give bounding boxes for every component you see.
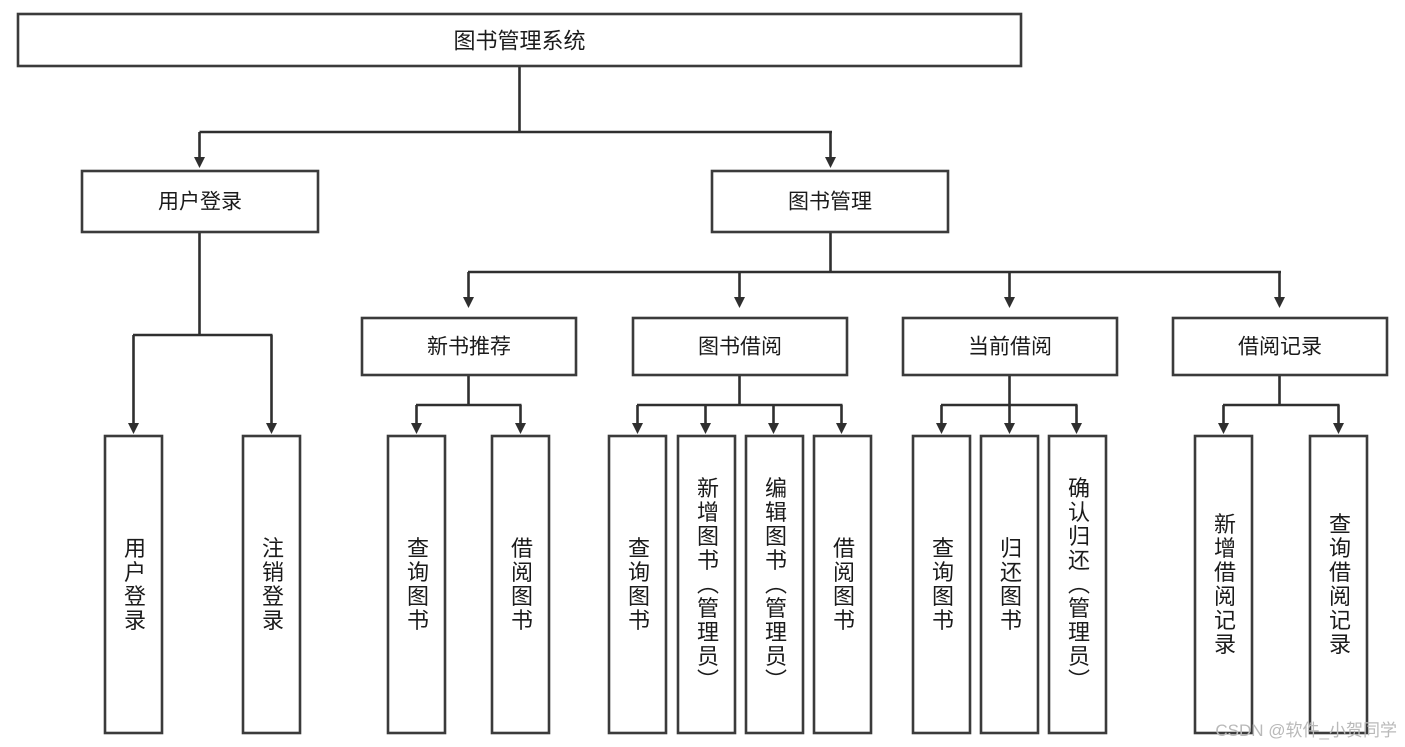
- node-user-login-label: 用户登录: [158, 191, 242, 214]
- node-leaf-query-book-3[interactable]: 查询图书: [911, 434, 972, 735]
- node-leaf-edit-book-label: 编辑图书（管理员）: [762, 477, 787, 693]
- node-root-label: 图书管理系统: [453, 29, 585, 54]
- connector-bookmgmt-to-level2: [463, 232, 1285, 308]
- node-book-borrow-label: 图书借阅: [698, 336, 782, 359]
- node-leaf-query-book-2-label: 查询图书: [625, 537, 650, 633]
- connector-userlogin-to-leaves: [128, 232, 277, 434]
- node-leaf-add-record[interactable]: 新增借阅记录: [1193, 434, 1254, 735]
- node-new-book-recommend-label: 新书推荐: [427, 336, 511, 359]
- node-leaf-borrow-book-1-label: 借阅图书: [508, 537, 533, 633]
- node-leaf-borrow-book-2-label: 借阅图书: [830, 537, 855, 633]
- node-current-borrow[interactable]: 当前借阅: [901, 316, 1119, 377]
- node-leaf-query-book-1-label: 查询图书: [404, 537, 429, 633]
- connector-bookborrow-to-leaves: [632, 375, 847, 434]
- node-leaf-confirm-return[interactable]: 确认归还（管理员）: [1047, 434, 1108, 735]
- node-leaf-borrow-book-1[interactable]: 借阅图书: [490, 434, 551, 735]
- node-book-management[interactable]: 图书管理: [710, 169, 950, 234]
- connector-currentborrow-to-leaves: [936, 375, 1082, 434]
- node-borrow-record-label: 借阅记录: [1238, 336, 1322, 359]
- node-leaf-add-record-label: 新增借阅记录: [1211, 513, 1236, 657]
- node-leaf-query-book-2[interactable]: 查询图书: [607, 434, 668, 735]
- node-leaf-query-record-label: 查询借阅记录: [1326, 513, 1351, 657]
- node-leaf-query-book-3-label: 查询图书: [929, 537, 954, 633]
- connector-borrowrecord-to-leaves: [1218, 375, 1344, 434]
- node-leaf-add-book-label: 新增图书（管理员）: [694, 477, 719, 693]
- node-book-borrow[interactable]: 图书借阅: [631, 316, 849, 377]
- node-leaf-borrow-book-2[interactable]: 借阅图书: [812, 434, 873, 735]
- connector-newbook-to-leaves: [411, 375, 526, 434]
- node-leaf-confirm-return-label: 确认归还（管理员）: [1065, 477, 1090, 693]
- node-leaf-add-book[interactable]: 新增图书（管理员）: [676, 434, 737, 735]
- node-leaf-return-book[interactable]: 归还图书: [979, 434, 1040, 735]
- node-leaf-query-record[interactable]: 查询借阅记录: [1308, 434, 1369, 735]
- node-leaf-user-login-label: 用户登录: [121, 537, 146, 633]
- node-leaf-edit-book[interactable]: 编辑图书（管理员）: [744, 434, 805, 735]
- node-root[interactable]: 图书管理系统: [16, 12, 1023, 68]
- node-user-login[interactable]: 用户登录: [80, 169, 320, 234]
- node-borrow-record[interactable]: 借阅记录: [1171, 316, 1389, 377]
- node-leaf-return-book-label: 归还图书: [997, 537, 1022, 633]
- node-leaf-logout-label: 注销登录: [259, 537, 284, 633]
- node-leaf-user-login[interactable]: 用户登录: [103, 434, 164, 735]
- node-current-borrow-label: 当前借阅: [968, 336, 1052, 359]
- node-book-management-label: 图书管理: [788, 191, 872, 214]
- node-new-book-recommend[interactable]: 新书推荐: [360, 316, 578, 377]
- connector-root-to-level1: [194, 66, 836, 168]
- node-leaf-logout[interactable]: 注销登录: [241, 434, 302, 735]
- node-leaf-query-book-1[interactable]: 查询图书: [386, 434, 447, 735]
